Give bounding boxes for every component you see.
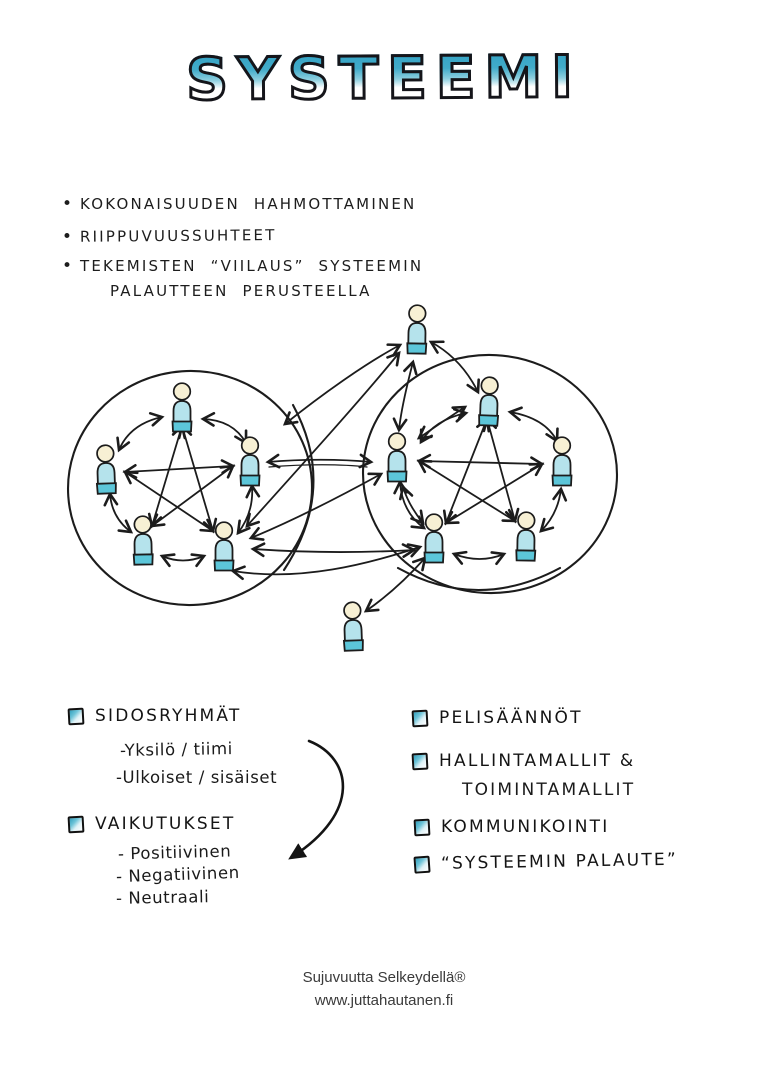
sub-item-neutraali: - Neutraali xyxy=(115,887,210,908)
checkbox-icon xyxy=(411,752,429,770)
footer: Sujuvuutta Selkeydellä® www.juttahautane… xyxy=(0,966,768,1013)
list-item-kommunikointi: KOMMUNIKOINTI xyxy=(413,817,610,837)
bullet-dot: • xyxy=(62,194,75,214)
person-right-left xyxy=(386,432,408,483)
checkbox-icon xyxy=(413,818,431,836)
checkbox-icon xyxy=(67,707,85,725)
cross-team-arrows xyxy=(230,340,480,613)
checkbox-icon xyxy=(67,815,85,833)
bullet-item-3-continued: PALAUTTEEN PERUSTEELLA xyxy=(110,282,372,300)
sub-item-ulkoiset-sisaiset: -Ulkoiset / sisäiset xyxy=(116,768,278,787)
bullet-item-1: • KOKONAISUUDEN HAHMOTTAMINEN xyxy=(62,194,416,214)
person-right-right xyxy=(551,436,573,487)
person-right-bottom-left xyxy=(423,513,445,564)
person-bottom-external xyxy=(341,600,365,652)
footer-brand: Sujuvuutta Selkeydellä® xyxy=(302,969,466,986)
bullet-item-3-text: TEKEMISTEN “VIILAUS” SYSTEEMIN xyxy=(80,257,424,275)
list-item-toimintamallit: TOIMINTAMALLIT xyxy=(462,780,636,800)
checkbox-icon xyxy=(411,709,429,727)
person-left-top xyxy=(171,382,193,433)
person-top-external xyxy=(406,304,428,355)
list-item-label: PELISÄÄNNÖT xyxy=(439,708,583,728)
person-left-left xyxy=(94,443,118,495)
sub-item-positiivinen: - Positiivinen xyxy=(117,841,232,864)
footer-url: www.juttahautanen.fi xyxy=(314,992,454,1010)
list-item-label: KOMMUNIKOINTI xyxy=(441,817,610,837)
list-item-label: HALLINTAMALLIT & xyxy=(439,751,636,771)
checkbox-icon xyxy=(413,855,431,874)
person-left-right xyxy=(239,436,261,487)
list-item-sidosryhmat: SIDOSRYHMÄT xyxy=(67,706,242,726)
bullet-item-1-text: KOKONAISUUDEN HAHMOTTAMINEN xyxy=(80,195,417,213)
list-item-hallintamallit: HALLINTAMALLIT & xyxy=(411,751,636,771)
sub-item-yksilo-tiimi: -Yksilö / tiimi xyxy=(119,739,234,760)
bullet-dot: • xyxy=(62,256,75,276)
list-item-label: “SYSTEEMIN PALAUTE” xyxy=(440,849,679,874)
list-item-pelisaannot: PELISÄÄNNÖT xyxy=(411,708,583,728)
list-item-label: VAIKUTUKSET xyxy=(95,814,236,834)
person-right-bottom-right xyxy=(515,511,537,562)
person-left-bottom-right xyxy=(213,521,235,572)
person-right-top xyxy=(477,375,501,427)
bullet-item-3: • TEKEMISTEN “VIILAUS” SYSTEEMIN xyxy=(62,256,423,276)
left-team-internal-arrows xyxy=(103,411,261,568)
list-item-vaikutukset: VAIKUTUKSET xyxy=(67,814,236,834)
list-connector-arrow xyxy=(288,739,345,860)
person-left-bottom-left xyxy=(132,515,154,566)
list-item-label: SIDOSRYHMÄT xyxy=(95,706,242,726)
